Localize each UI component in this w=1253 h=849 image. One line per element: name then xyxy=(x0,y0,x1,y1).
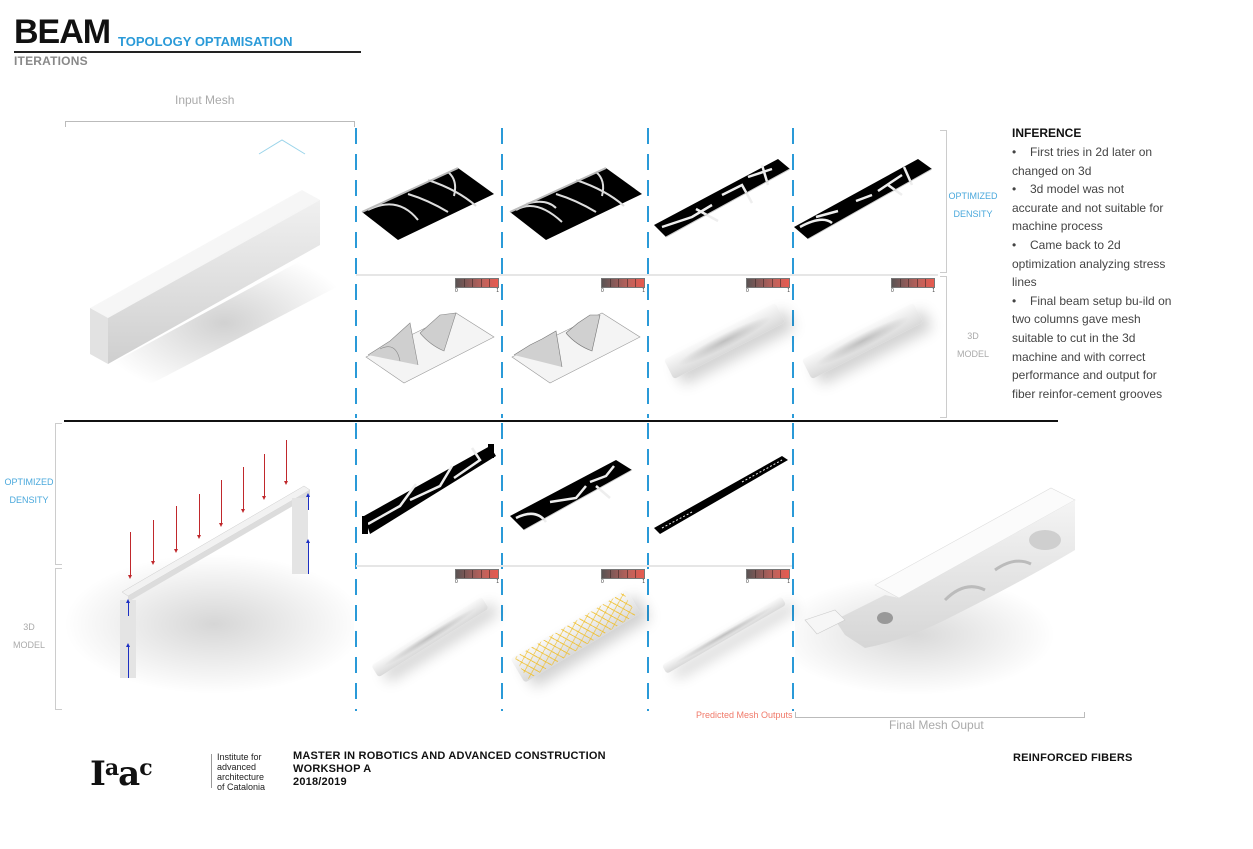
model-iteration-7 xyxy=(661,596,787,674)
load-arrow-icon xyxy=(241,467,245,513)
column-separator xyxy=(647,423,649,711)
density-iteration-3 xyxy=(652,155,792,245)
iaac-logo: Iaac xyxy=(90,754,153,794)
row-divider xyxy=(356,274,938,276)
logo-divider xyxy=(211,754,212,788)
reaction-arrow-icon xyxy=(126,643,130,678)
load-arrow-icon xyxy=(128,532,132,579)
column-separator xyxy=(355,423,357,711)
inference-item: •Came back to 2d optimization analyzing … xyxy=(1012,237,1166,290)
page-subtitle: TOPOLOGY OPTAMISATION xyxy=(118,34,293,49)
model-iteration-3 xyxy=(663,302,786,380)
model-iteration-6 xyxy=(510,589,641,683)
density-iteration-5 xyxy=(360,440,500,540)
title-divider xyxy=(14,51,361,53)
column-separator xyxy=(355,128,357,418)
final-mesh-shape xyxy=(775,487,1076,695)
section-divider xyxy=(64,420,1058,422)
model-iteration-5 xyxy=(371,596,489,678)
input-mesh-label: Input Mesh xyxy=(175,93,235,107)
load-arrow-icon xyxy=(219,480,223,527)
reaction-arrow-icon xyxy=(126,599,130,616)
input-mesh-bracket xyxy=(65,121,355,127)
model-bracket-left xyxy=(55,568,62,710)
load-arrow-icon xyxy=(262,454,266,500)
course-info: MASTER IN ROBOTICS AND ADVANCED CONSTRUC… xyxy=(293,750,606,788)
beam-with-columns xyxy=(64,485,364,694)
beam-setup-render xyxy=(64,424,364,710)
inference-item: •Final beam setup bu-ild on two columns … xyxy=(1012,293,1172,401)
input-mesh-render xyxy=(64,128,354,398)
final-mesh-render xyxy=(775,470,1085,705)
final-mesh-bracket xyxy=(795,712,1085,718)
topic-label: REINFORCED FIBERS xyxy=(1013,752,1133,764)
column-separator xyxy=(792,423,794,711)
reaction-arrow-icon xyxy=(306,539,310,574)
predicted-mesh-label: Predicted Mesh Outputs xyxy=(696,710,793,720)
load-arrow-icon xyxy=(151,520,155,565)
model-iteration-1 xyxy=(360,305,500,395)
load-arrow-icon xyxy=(284,440,288,485)
model-bracket xyxy=(940,276,947,418)
page-title: BEAM xyxy=(14,13,111,51)
row-divider xyxy=(356,565,792,567)
column-separator xyxy=(647,128,649,418)
institute-name: Institute for advanced architecture of C… xyxy=(217,752,266,792)
density-bracket xyxy=(940,130,947,273)
density-iteration-2 xyxy=(506,150,646,250)
inference-item: •3d model was not accurate and not suita… xyxy=(1012,182,1164,234)
density-iteration-7 xyxy=(652,452,792,537)
column-separator xyxy=(501,423,503,711)
density-iteration-6 xyxy=(506,452,646,537)
model-iteration-4 xyxy=(801,302,924,380)
final-mesh-label: Final Mesh Ouput xyxy=(889,718,984,732)
inference-panel: INFERENCE •First tries in 2d later on ch… xyxy=(1012,126,1172,403)
column-separator xyxy=(792,128,794,418)
load-arrow-icon xyxy=(197,494,201,539)
density-iteration-1 xyxy=(358,150,498,250)
column-separator xyxy=(501,128,503,418)
density-iteration-4 xyxy=(792,155,933,245)
inference-title: INFERENCE xyxy=(1012,126,1082,140)
section-label: ITERATIONS xyxy=(14,54,88,68)
input-mesh-box xyxy=(90,139,354,398)
inference-item: •First tries in 2d later on changed on 3… xyxy=(1012,145,1153,178)
model-iteration-2 xyxy=(506,305,646,395)
reaction-arrow-icon xyxy=(306,493,310,510)
load-arrow-icon xyxy=(174,506,178,553)
density-bracket-left xyxy=(55,423,62,565)
